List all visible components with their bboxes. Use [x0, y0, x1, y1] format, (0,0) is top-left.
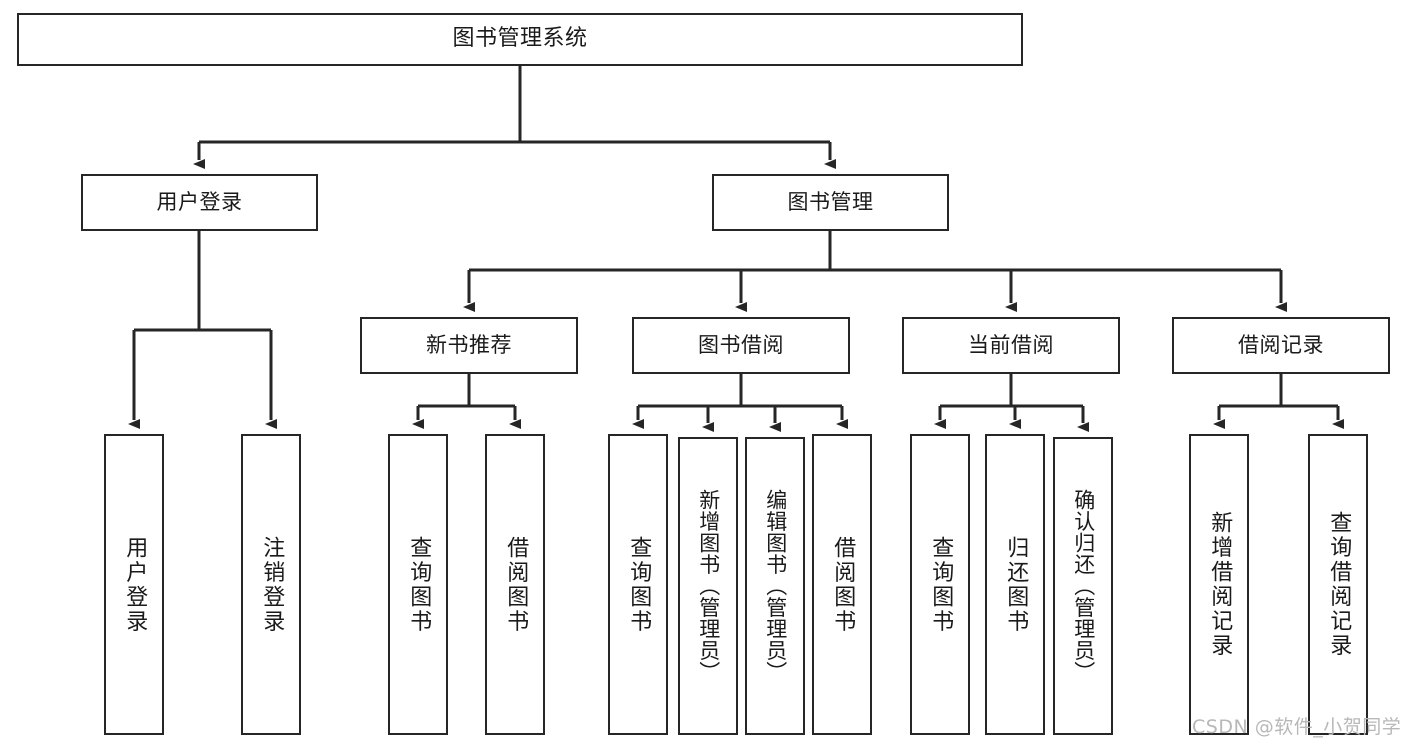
node-leaf-add-borrow-record[interactable]: 新增借阅记录	[1189, 434, 1249, 735]
node-label-leaf-add-book-admin: 新增图书（管理员）	[696, 489, 721, 683]
node-book-borrow[interactable]: 图书借阅	[632, 317, 850, 374]
node-label-root: 图书管理系统	[452, 26, 588, 52]
node-leaf-return-book[interactable]: 归还图书	[985, 434, 1045, 735]
node-label-leaf-edit-book-admin: 编辑图书（管理员）	[763, 489, 788, 683]
node-label-current-borrow: 当前借阅	[968, 332, 1054, 357]
node-user-login[interactable]: 用户登录	[81, 174, 318, 231]
node-book-management[interactable]: 图书管理	[712, 174, 949, 231]
node-leaf-confirm-return-admin[interactable]: 确认归还（管理员）	[1053, 437, 1113, 735]
node-label-leaf-query-book-borrow: 查询图书	[626, 535, 652, 634]
node-label-leaf-query-borrow-record: 查询借阅记录	[1326, 511, 1352, 658]
node-root[interactable]: 图书管理系统	[17, 13, 1023, 66]
node-label-user-login: 用户登录	[156, 189, 243, 214]
node-label-leaf-logout-login: 注销登录	[259, 535, 285, 634]
node-leaf-add-book-admin[interactable]: 新增图书（管理员）	[678, 437, 738, 735]
node-label-borrow-record: 借阅记录	[1238, 332, 1324, 357]
node-new-book-recommend[interactable]: 新书推荐	[360, 317, 578, 374]
node-label-leaf-add-borrow-record: 新增借阅记录	[1207, 511, 1233, 658]
node-borrow-record[interactable]: 借阅记录	[1172, 317, 1390, 374]
csdn-watermark: CSDN @软件_小贺同学	[1192, 716, 1402, 738]
node-leaf-borrow-book[interactable]: 借阅图书	[812, 434, 872, 735]
node-label-leaf-borrow-book-recommend: 借阅图书	[503, 535, 529, 634]
node-label-leaf-user-login: 用户登录	[122, 535, 148, 634]
node-label-book-borrow: 图书借阅	[698, 332, 784, 357]
node-label-new-book-recommend: 新书推荐	[426, 332, 512, 357]
node-label-leaf-query-book-current: 查询图书	[928, 535, 954, 634]
node-leaf-query-book-borrow[interactable]: 查询图书	[608, 434, 668, 735]
node-leaf-query-book-current[interactable]: 查询图书	[910, 434, 970, 735]
node-leaf-edit-book-admin[interactable]: 编辑图书（管理员）	[745, 437, 805, 735]
node-leaf-query-borrow-record[interactable]: 查询借阅记录	[1308, 434, 1368, 735]
node-current-borrow[interactable]: 当前借阅	[902, 317, 1120, 374]
node-label-leaf-confirm-return-admin: 确认归还（管理员）	[1071, 489, 1096, 683]
node-leaf-query-book-recommend[interactable]: 查询图书	[388, 434, 448, 735]
node-label-leaf-borrow-book: 借阅图书	[830, 535, 856, 634]
node-label-book-management: 图书管理	[787, 189, 874, 214]
node-leaf-logout-login[interactable]: 注销登录	[241, 434, 301, 735]
node-label-leaf-return-book: 归还图书	[1003, 535, 1029, 634]
node-leaf-borrow-book-recommend[interactable]: 借阅图书	[485, 434, 545, 735]
node-label-leaf-query-book-recommend: 查询图书	[406, 535, 432, 634]
node-leaf-user-login[interactable]: 用户登录	[104, 434, 164, 735]
